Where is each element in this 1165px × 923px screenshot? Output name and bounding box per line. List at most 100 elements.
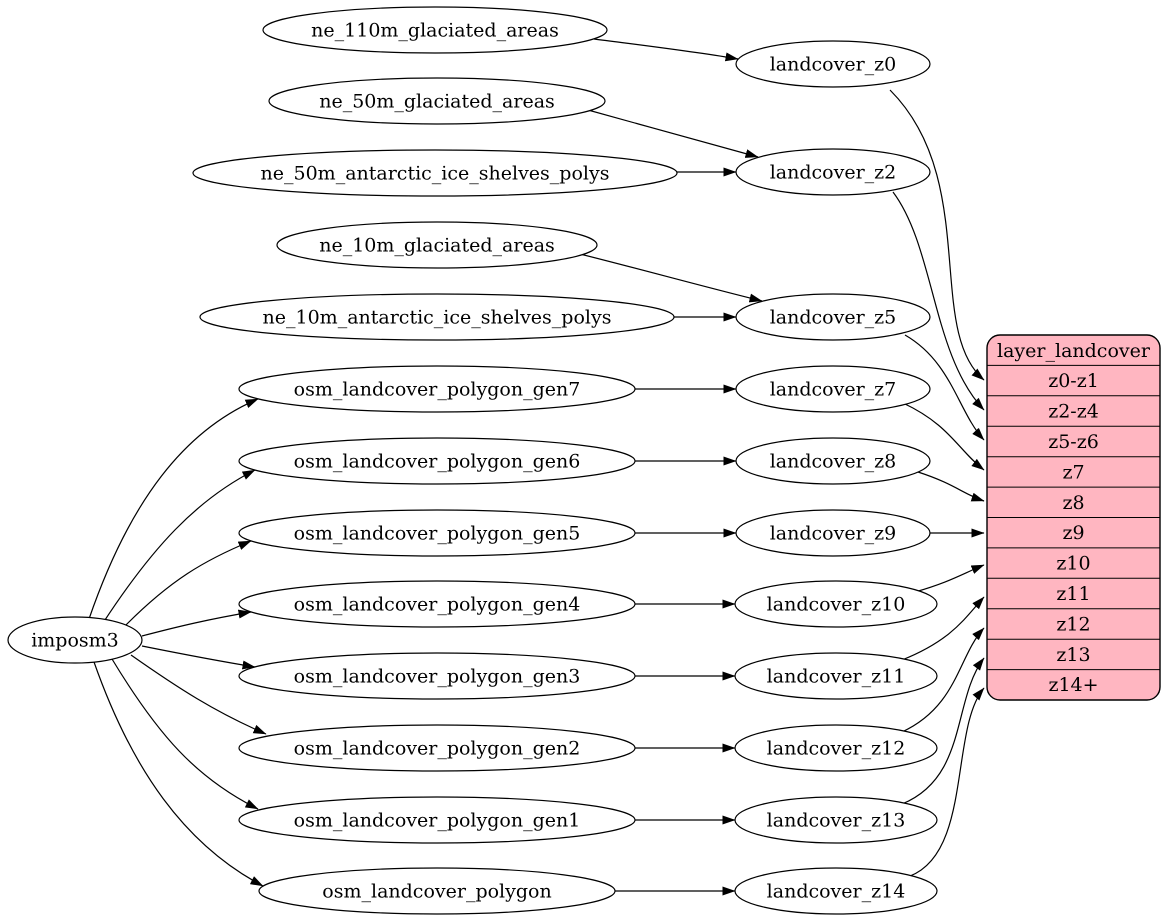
node-label: osm_landcover_polygon	[322, 881, 551, 903]
record-row-z5-z6: z5-z6	[1048, 431, 1099, 453]
record-row-z2-z4: z2-z4	[1048, 401, 1099, 423]
node-ellipse	[238, 437, 636, 485]
edge-imposm3-to-osm_landcover_polygon_gen5	[122, 540, 252, 629]
record-row-z13: z13	[1056, 644, 1090, 666]
node-osm_landcover_polygon_gen7: osm_landcover_polygon_gen7	[238, 365, 636, 413]
record-row-z12: z12	[1056, 613, 1090, 635]
node-landcover_z0: landcover_z0	[735, 40, 931, 88]
node-ellipse	[262, 6, 608, 54]
edge-landcover_z11-to-row-z11	[901, 596, 985, 661]
node-ellipse	[268, 77, 606, 125]
record-row-z9: z9	[1062, 522, 1084, 544]
node-osm_landcover_polygon_gen3: osm_landcover_polygon_gen3	[238, 652, 636, 700]
node-ne_110m_glaciated_areas: ne_110m_glaciated_areas	[262, 6, 608, 54]
node-landcover_z7: landcover_z7	[735, 365, 931, 413]
node-ellipse	[735, 40, 931, 88]
node-label: osm_landcover_polygon_gen5	[294, 523, 581, 545]
node-label: ne_10m_glaciated_areas	[319, 235, 555, 257]
node-label: imposm3	[31, 630, 119, 652]
node-ne_10m_antarctic_ice_shelves_polys: ne_10m_antarctic_ice_shelves_polys	[199, 293, 675, 341]
edge-imposm3-to-osm_landcover_polygon	[93, 661, 264, 887]
node-ellipse	[199, 293, 675, 341]
record-row-z8: z8	[1062, 492, 1084, 514]
node-osm_landcover_polygon_gen2: osm_landcover_polygon_gen2	[238, 724, 636, 772]
node-label: osm_landcover_polygon_gen1	[294, 810, 581, 832]
edge-landcover_z13-to-row-z13	[901, 657, 985, 805]
edge-imposm3-to-osm_landcover_polygon_gen7	[88, 398, 259, 620]
node-layer_landcover: layer_landcover z0-z1 z2-z4 z5-z6 z7 z8 …	[986, 334, 1161, 701]
node-ellipse	[735, 148, 931, 196]
edge-landcover_z12-to-row-z12	[901, 627, 985, 733]
node-imposm3: imposm3	[7, 616, 143, 664]
node-landcover_z9: landcover_z9	[735, 509, 931, 557]
record-row-z10: z10	[1056, 553, 1090, 575]
node-landcover_z10: landcover_z10	[734, 580, 938, 628]
node-ellipse	[735, 293, 931, 341]
node-label: osm_landcover_polygon_gen6	[294, 451, 581, 473]
node-label: osm_landcover_polygon_gen3	[294, 666, 581, 688]
edge-landcover_z7-to-row-z7	[902, 402, 985, 471]
edge-ne_10m_glaciated_areas-to-landcover_z5	[579, 253, 763, 303]
node-ellipse	[734, 796, 938, 844]
node-landcover_z14: landcover_z14	[734, 867, 938, 915]
node-label: landcover_z13	[767, 810, 906, 832]
node-ellipse	[192, 149, 678, 197]
node-ellipse	[735, 437, 931, 485]
node-label: ne_10m_antarctic_ice_shelves_polys	[263, 307, 612, 329]
edge-imposm3-to-osm_landcover_polygon_gen1	[111, 658, 259, 810]
node-label: osm_landcover_polygon_gen4	[294, 594, 581, 616]
node-ellipse	[734, 652, 938, 700]
node-ellipse	[238, 509, 636, 557]
node-landcover_z13: landcover_z13	[734, 796, 938, 844]
record-row-z14: z14+	[1048, 674, 1098, 696]
node-osm_landcover_polygon_gen4: osm_landcover_polygon_gen4	[238, 580, 636, 628]
node-osm_landcover_polygon_gen6: osm_landcover_polygon_gen6	[238, 437, 636, 485]
node-label: landcover_z0	[770, 54, 897, 76]
node-ellipse	[734, 867, 938, 915]
edge-landcover_z5-to-row-z5-z6	[904, 334, 985, 441]
edge-landcover_z8-to-row-z8	[917, 471, 985, 502]
node-landcover_z8: landcover_z8	[735, 437, 931, 485]
record-row-z7: z7	[1062, 461, 1084, 483]
edge-ne_110m_glaciated_areas-to-landcover_z0	[593, 38, 739, 62]
node-label: osm_landcover_polygon_gen2	[294, 738, 581, 760]
node-label: landcover_z7	[770, 379, 897, 401]
node-ellipse	[734, 724, 938, 772]
node-ne_50m_glaciated_areas: ne_50m_glaciated_areas	[268, 77, 606, 125]
node-ellipse	[735, 365, 931, 413]
node-label: ne_50m_antarctic_ice_shelves_polys	[261, 163, 610, 185]
node-ellipse	[238, 365, 636, 413]
node-landcover_z2: landcover_z2	[735, 148, 931, 196]
node-ellipse	[238, 796, 636, 844]
node-osm_landcover_polygon_gen1: osm_landcover_polygon_gen1	[238, 796, 636, 844]
node-ellipse	[735, 509, 931, 557]
node-landcover_z12: landcover_z12	[734, 724, 938, 772]
node-label: ne_110m_glaciated_areas	[311, 20, 559, 42]
node-ellipse	[238, 724, 636, 772]
node-label: landcover_z14	[767, 881, 906, 903]
node-ellipse	[238, 652, 636, 700]
node-landcover_z5: landcover_z5	[735, 293, 931, 341]
node-osm_landcover_polygon: osm_landcover_polygon	[258, 867, 616, 915]
node-label: ne_50m_glaciated_areas	[319, 91, 555, 113]
record-title: layer_landcover	[997, 340, 1151, 362]
node-ellipse	[7, 616, 143, 664]
edge-imposm3-to-osm_landcover_polygon_gen6	[102, 469, 256, 624]
node-ellipse	[238, 580, 636, 628]
node-label: landcover_z5	[770, 307, 897, 329]
node-ellipse	[276, 221, 598, 269]
edge-imposm3-to-osm_landcover_polygon_gen2	[130, 654, 267, 735]
edge-landcover_z14-to-row-z14	[909, 687, 985, 877]
node-label: landcover_z10	[767, 594, 906, 616]
node-ne_50m_antarctic_ice_shelves_polys: ne_50m_antarctic_ice_shelves_polys	[192, 149, 678, 197]
edge-imposm3-to-osm_landcover_polygon_gen4	[141, 609, 252, 637]
node-ne_10m_glaciated_areas: ne_10m_glaciated_areas	[276, 221, 598, 269]
node-ellipse	[258, 867, 616, 915]
edges	[88, 38, 985, 896]
edge-imposm3-to-osm_landcover_polygon_gen3	[141, 645, 256, 670]
node-label: osm_landcover_polygon_gen7	[294, 379, 581, 401]
record-row-z11: z11	[1056, 583, 1090, 605]
node-label: landcover_z8	[770, 451, 897, 473]
